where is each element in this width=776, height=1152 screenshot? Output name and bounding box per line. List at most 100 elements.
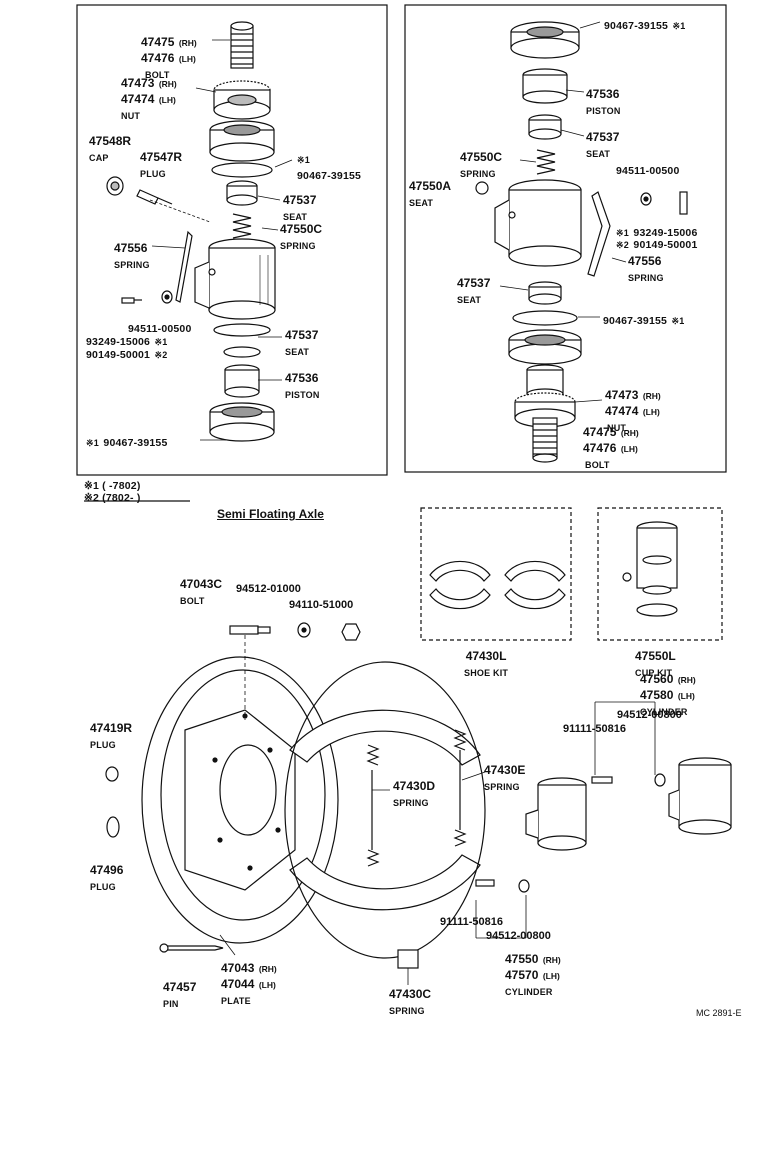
part-number: 90467-39155 [604, 20, 669, 32]
part-number: 47476 [141, 51, 175, 65]
boot-bottom-part [508, 329, 582, 365]
label-pin: 47457 PIN [163, 979, 196, 1011]
part-number: 47419R [90, 721, 133, 735]
cylinder-b-part [525, 777, 587, 851]
side-label: (LH) [620, 444, 638, 454]
spring-part [232, 213, 252, 239]
side-label: (RH) [642, 391, 661, 401]
part-name: SPRING [460, 169, 496, 179]
top-left-frame [76, 4, 388, 476]
label-cup-kit: 47550L CUP KIT [635, 648, 676, 680]
label-ring-top-right: 90467-39155 ※1 [604, 17, 686, 33]
part-name: SEAT [586, 149, 611, 159]
part-name: CYLINDER [505, 987, 553, 997]
part-number: 47550 [505, 952, 539, 966]
part-name: SHOE KIT [464, 668, 509, 678]
bottom-assembly [105, 521, 732, 985]
label-plug: 47547R PLUG [140, 149, 182, 181]
part-number: 94511-00500 [128, 323, 192, 335]
mark: ※1 [616, 228, 629, 238]
top-left-assembly [106, 21, 293, 442]
part-name: SPRING [389, 1006, 425, 1016]
bolt-b-part [229, 625, 271, 635]
seat-bottom-part [528, 281, 562, 305]
screw-top-part [679, 191, 688, 215]
label-spring-c-right: 47550C SPRING [460, 149, 502, 181]
spring-d-part [366, 744, 380, 867]
part-number: 47430E [484, 763, 526, 777]
spring-c-part [397, 949, 419, 969]
washer-r-part [654, 773, 666, 787]
piston-part [224, 364, 260, 398]
side-label: (LH) [677, 691, 695, 701]
label-plate: 47043 (RH) 47044 (LH) PLATE [221, 960, 277, 1008]
part-number: 47474 [605, 404, 639, 418]
mark: ※1 [297, 155, 310, 165]
label-nut-bottom: 94110-51000 [289, 599, 354, 611]
boot-top-part [510, 21, 580, 59]
top-right-assembly [475, 21, 688, 463]
part-number: 47043 [221, 961, 255, 975]
bolt-bb-part [475, 879, 495, 887]
label-spring-e: 47430E SPRING [484, 762, 525, 794]
part-number: 47536 [285, 371, 319, 385]
seat-part [226, 180, 258, 206]
part-number: 47547R [140, 150, 183, 164]
section-title: Semi Floating Axle [217, 507, 324, 521]
label-cylinder-right: 47560 (RH) 47580 (LH) CYLINDER [640, 671, 696, 719]
part-name: PIN [163, 999, 179, 1009]
side-label: (RH) [178, 38, 197, 48]
part-name: SPRING [628, 273, 664, 283]
label-washer-bottom-cyl: 94512-00800 [486, 930, 551, 942]
cup-kit-frame [597, 507, 723, 641]
shoe-kit-frame [420, 507, 572, 641]
nut-bottom-part [514, 392, 576, 428]
label-spring-c-left: 47550C SPRING [280, 221, 322, 253]
part-name: SPRING [280, 241, 316, 251]
label-plug2: 47496 PLUG [90, 862, 123, 894]
part-number: 94511-00500 [616, 165, 680, 177]
part-name: CAP [89, 153, 109, 163]
pin-part [159, 943, 224, 953]
label-spring-d: 47430D SPRING [393, 778, 435, 810]
side-label: (RH) [158, 79, 177, 89]
part-number: 47570 [505, 968, 539, 982]
part-name: PLATE [221, 996, 251, 1006]
label-spring-left: 47556 SPRING [114, 240, 150, 272]
label-washer-right: 94511-00500 [616, 162, 680, 178]
part-name: SEAT [285, 347, 310, 357]
label-piston-left: 47536 PISTON [285, 370, 320, 402]
part-number: 47537 [457, 276, 491, 290]
part-name: SEAT [283, 212, 308, 222]
label-screw2-right: ※2 90149-50001 [616, 236, 698, 252]
shoe-kit-part [429, 560, 566, 610]
side-label: (LH) [642, 407, 660, 417]
label-shoe-kit: 47430L SHOE KIT [464, 648, 508, 680]
part-number: 47044 [221, 977, 255, 991]
top-right-frame [404, 4, 727, 473]
part-name: SEAT [409, 198, 434, 208]
part-number: 47550L [635, 649, 676, 663]
bolt-r-part [591, 776, 613, 784]
part-name: SPRING [393, 798, 429, 808]
part-number: 47580 [640, 688, 674, 702]
mark: ※1 [154, 337, 168, 347]
mark: ※2 [154, 350, 168, 360]
footnote-2: ※2 (7802- ) [84, 492, 141, 504]
label-cap: 47548R CAP [89, 133, 131, 165]
part-name: CUP KIT [635, 668, 673, 678]
label-ring-bottom-right: 90467-39155 ※1 [603, 312, 685, 328]
label-plug1: 47419R PLUG [90, 720, 132, 752]
washer-part [161, 290, 173, 304]
label-washer-right-bottom: 94512-00800 [617, 709, 682, 721]
cup-kit-part [622, 521, 678, 617]
part-number: 90467-39155 [103, 437, 168, 449]
ring-part [211, 162, 273, 178]
part-number: 47476 [583, 441, 617, 455]
part-number: 47430C [389, 987, 432, 1001]
footnote-1: ※1 ( -7802) [84, 480, 141, 492]
part-number: 47537 [285, 328, 319, 342]
side-label: (RH) [677, 675, 696, 685]
bolt-part [230, 21, 254, 69]
